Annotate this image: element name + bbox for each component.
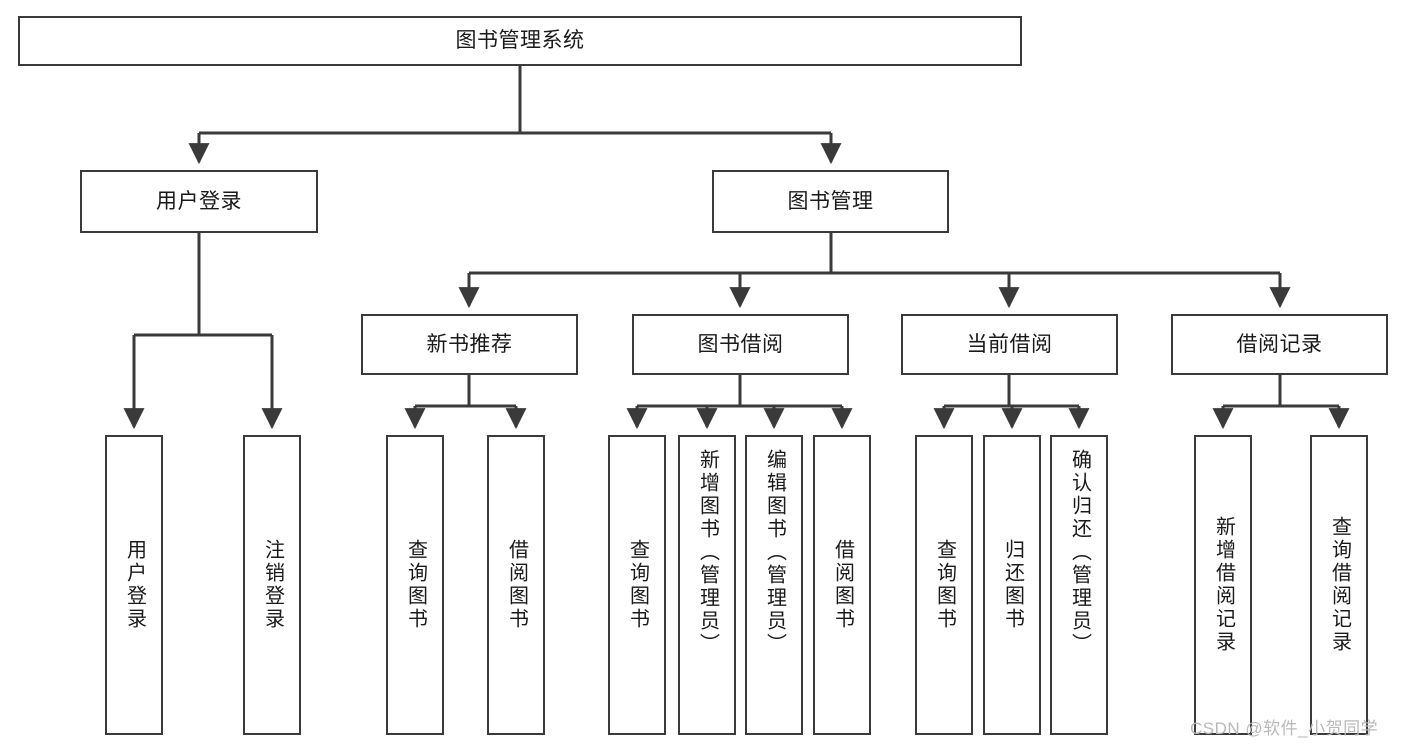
node-leaf-borrow-query-book[interactable]: 查询图书 [608,435,666,735]
node-leaf-return-book-label: 归还图书 [1001,539,1024,631]
node-leaf-user-logout-label: 注销登录 [261,539,284,631]
node-borrow-record[interactable]: 借阅记录 [1171,314,1388,375]
node-root-label: 图书管理系统 [455,29,585,53]
node-book-manage[interactable]: 图书管理 [712,170,949,233]
node-new-book-rec-label: 新书推荐 [426,332,513,356]
node-leaf-user-login-label: 用户登录 [123,539,146,631]
node-leaf-rec-borrow-book[interactable]: 借阅图书 [487,435,545,735]
node-leaf-edit-book-admin[interactable]: 编辑图书（管理员） [745,435,803,735]
node-book-manage-label: 图书管理 [787,189,874,213]
node-leaf-cur-query-book-label: 查询图书 [933,539,956,631]
node-leaf-cur-query-book[interactable]: 查询图书 [915,435,973,735]
node-leaf-rec-borrow-book-label: 借阅图书 [505,539,528,631]
node-leaf-confirm-return-admin[interactable]: 确认归还（管理员） [1050,435,1108,735]
node-leaf-rec-query-book[interactable]: 查询图书 [386,435,444,735]
node-user-login[interactable]: 用户登录 [80,170,318,233]
node-leaf-edit-book-admin-label: 编辑图书（管理员） [763,449,786,656]
node-leaf-confirm-return-admin-label: 确认归还（管理员） [1068,449,1091,656]
node-leaf-borrow-book-label: 借阅图书 [831,539,854,631]
node-current-borrow[interactable]: 当前借阅 [901,314,1118,375]
node-book-borrow-label: 图书借阅 [697,332,784,356]
node-borrow-record-label: 借阅记录 [1236,332,1323,356]
node-leaf-user-login[interactable]: 用户登录 [105,435,163,735]
node-leaf-add-book-admin-label: 新增图书（管理员） [696,449,719,656]
node-leaf-borrow-book[interactable]: 借阅图书 [813,435,871,735]
node-leaf-query-borrow-record-label: 查询借阅记录 [1328,516,1351,654]
node-leaf-user-logout[interactable]: 注销登录 [243,435,301,735]
csdn-watermark: CSDN @软件_小贺同学 [1190,719,1379,738]
node-leaf-add-book-admin[interactable]: 新增图书（管理员） [678,435,736,735]
node-new-book-rec[interactable]: 新书推荐 [361,314,578,375]
node-leaf-rec-query-book-label: 查询图书 [404,539,427,631]
node-user-login-label: 用户登录 [156,189,242,213]
node-leaf-add-borrow-record-label: 新增借阅记录 [1212,516,1235,654]
node-leaf-borrow-query-book-label: 查询图书 [626,539,649,631]
node-leaf-return-book[interactable]: 归还图书 [983,435,1041,735]
node-leaf-query-borrow-record[interactable]: 查询借阅记录 [1310,435,1368,735]
node-current-borrow-label: 当前借阅 [966,332,1053,356]
node-book-borrow[interactable]: 图书借阅 [632,314,849,375]
node-root[interactable]: 图书管理系统 [18,16,1022,66]
node-leaf-add-borrow-record[interactable]: 新增借阅记录 [1194,435,1252,735]
